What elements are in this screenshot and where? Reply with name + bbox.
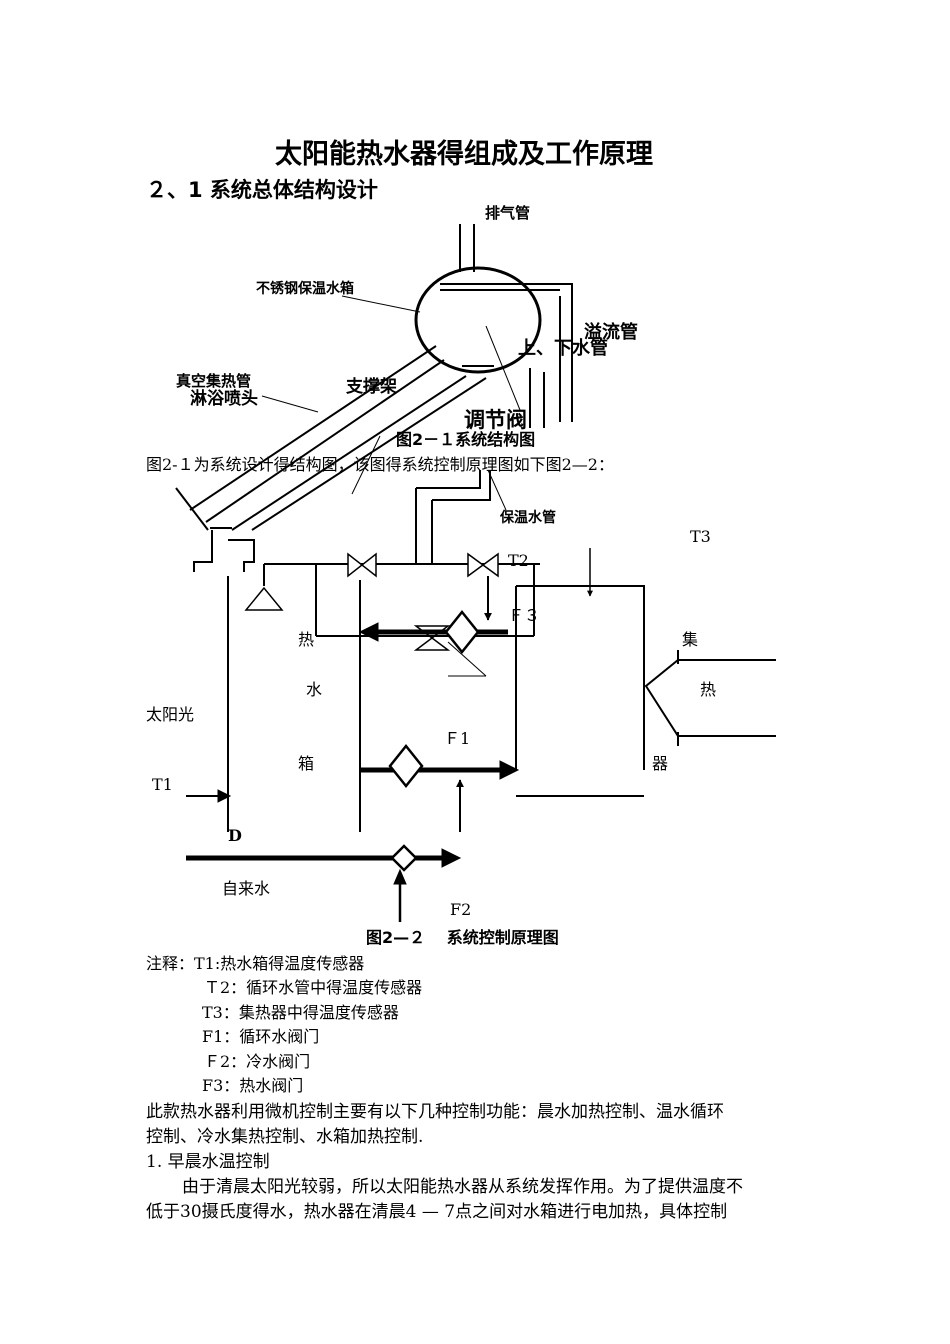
label-tap-water: 自来水 [222, 879, 271, 898]
label-insulated-pipe: 保温水管 [500, 510, 556, 526]
label-water: 水 [306, 680, 323, 699]
label-shower-head: 淋浴喷头 [190, 389, 258, 409]
para1-line2: 控制、冷水集热控制、水箱加热控制. [146, 1127, 424, 1147]
para1-line1: 此款热水器利用微机控制主要有以下几种控制功能：晨水加热控制、温水循环 [146, 1102, 724, 1122]
label-f1: Ｆ1 [444, 729, 471, 748]
figure1-caption: 图2－１系统结构图 [396, 430, 536, 449]
tank-ellipse [414, 266, 542, 374]
label-valve: 调节阀 [464, 408, 527, 432]
note-f2: Ｆ2：冷水阀门 [204, 1052, 311, 1071]
label-support: 支撑架 [346, 377, 397, 397]
label-collect: 集 [682, 630, 699, 649]
label-device: 器 [652, 754, 669, 773]
label-box: 箱 [298, 754, 315, 773]
label-up-down-pipe: 上、下水管 [518, 338, 608, 359]
fig1-structure [175, 224, 573, 572]
label-t1: T1 [152, 775, 173, 794]
note-t2: Ｔ2：循环水管中得温度传感器 [204, 978, 423, 997]
list-item-1: 1. 早晨水温控制 [146, 1152, 270, 1172]
figure2-caption: 图2—２ 系统控制原理图 [366, 928, 559, 947]
label-overflow-pipe: 溢流管 [584, 322, 638, 343]
para2-line2: 低于30摄氏度得水，热水器在清晨4 — 7点之间对水箱进行电加热，具体控制 [146, 1202, 728, 1222]
label-t2: T2 [508, 551, 529, 570]
document-title: 太阳能热水器得组成及工作原理 [275, 139, 653, 170]
fig2-control [227, 548, 776, 832]
label-t3: T3 [690, 527, 711, 546]
label-tank: 不锈钢保温水箱 [256, 281, 354, 297]
label-heat: 热 [700, 680, 717, 699]
label-collector-tube: 真空集热管 [176, 372, 252, 390]
note-f3: F3：热水阀门 [202, 1076, 304, 1095]
intro-text: 图2-１为系统设计得结构图，该图得系统控制原理图如下图2—2： [146, 455, 614, 474]
label-exhaust-pipe: 排气管 [485, 204, 531, 222]
note-t1: 注释：T1:热水箱得温度传感器 [146, 954, 365, 973]
note-f1: F1：循环水阀门 [202, 1027, 320, 1046]
label-sunlight: 太阳光 [146, 705, 195, 724]
label-d: D [228, 826, 242, 845]
label-hot: 热 [298, 630, 315, 649]
diamond-valves [388, 609, 480, 872]
para2-line1: 由于清晨太阳光较弱，所以太阳能热水器从系统发挥作用。为了提供温度不 [182, 1177, 743, 1197]
label-f2: F2 [450, 900, 472, 919]
note-t3: T3：集热器中得温度传感器 [202, 1003, 399, 1022]
label-f3: Ｆ３ [508, 606, 541, 625]
section-heading: ２、1 系统总体结构设计 [146, 178, 378, 202]
